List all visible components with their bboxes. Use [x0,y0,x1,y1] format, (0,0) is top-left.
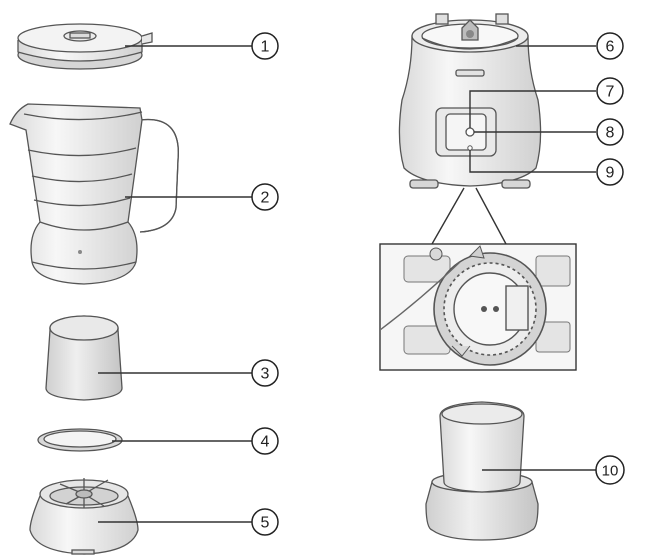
callout-3-label: 3 [261,366,270,383]
callout-6: 6 [596,32,624,60]
callout-5-label: 5 [261,515,270,532]
blade-unit [29,478,139,555]
callout-10-label: 10 [602,463,619,480]
leader-lines [98,45,596,523]
callout-9: 9 [596,158,624,186]
blender-jar [9,103,179,285]
callout-2: 2 [251,183,279,211]
callout-6-label: 6 [606,39,615,56]
callout-4-label: 4 [261,434,270,451]
callout-1: 1 [251,32,279,60]
callout-1-label: 1 [261,39,270,56]
callout-2-label: 2 [261,190,270,207]
safety-lock-detail-inset [379,243,577,371]
callout-8-label: 8 [606,125,615,142]
callout-7-label: 7 [606,84,615,101]
sealing-ring [37,428,123,452]
speed-button [465,127,475,137]
callout-8: 8 [596,118,624,146]
callout-7: 7 [596,77,624,105]
jar-lid [17,23,153,70]
callout-4: 4 [251,427,279,455]
callout-10: 10 [595,455,625,485]
callout-3: 3 [251,359,279,387]
grinder-cup [45,315,123,401]
pulse-indicator [467,145,473,151]
callout-5: 5 [251,508,279,536]
motor-base-with-grinder [425,401,539,541]
callout-9-label: 9 [606,165,615,182]
